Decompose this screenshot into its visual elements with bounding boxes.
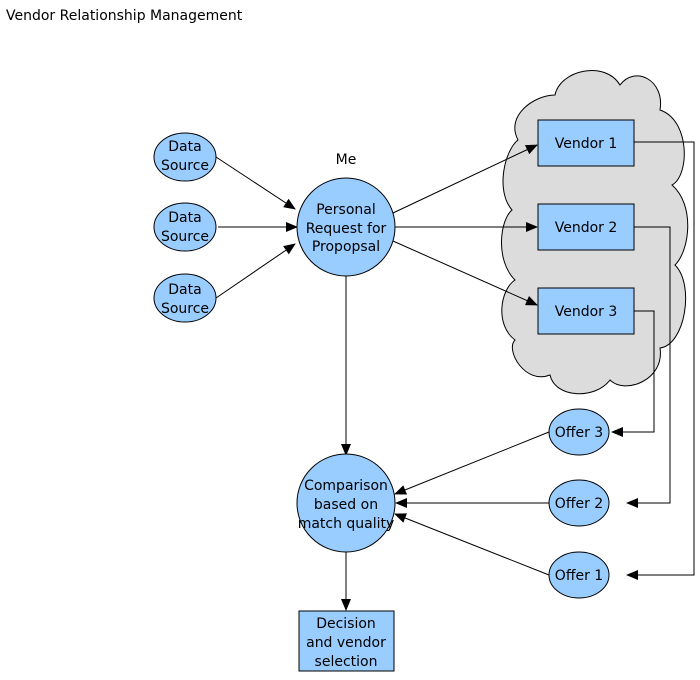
decision-node — [298, 610, 395, 672]
edge-offer1-comparison — [394, 513, 550, 576]
data-source-2-label-line2: Source — [161, 229, 209, 245]
offer-1-node — [548, 551, 610, 599]
me-label: Me — [336, 152, 357, 168]
vendor-3-node — [537, 287, 635, 335]
decision-label-line2: and vendor — [306, 635, 386, 651]
personal-request-label-line2: Request for — [306, 221, 387, 237]
comparison-label-line3: match quality — [298, 516, 395, 532]
data-source-1-node — [153, 132, 217, 182]
offer-1-label: Offer 1 — [555, 568, 603, 584]
edge-request-vendor1 — [392, 144, 538, 214]
personal-request-node — [296, 177, 396, 277]
diagram-title: Vendor Relationship Management — [6, 8, 243, 24]
edge-vendor1-offer1 — [626, 141, 695, 580]
decision-label-line1: Decision — [316, 616, 376, 632]
edge-offer3-comparison — [394, 431, 550, 495]
vendor-2-node — [537, 203, 635, 251]
vendor-1-node — [537, 119, 635, 167]
data-source-3-node — [153, 273, 217, 323]
data-source-1-label-line1: Data — [168, 139, 201, 155]
offer-3-label: Offer 3 — [555, 425, 603, 441]
decision-label-line3: selection — [315, 654, 378, 670]
personal-request-label-line3: Propopsal — [312, 239, 380, 255]
personal-request-label-line1: Personal — [316, 202, 376, 218]
data-source-3-label-line2: Source — [161, 301, 209, 317]
vendor-3-label: Vendor 3 — [555, 304, 618, 320]
data-source-3-label-line1: Data — [168, 282, 201, 298]
offer-2-node — [548, 479, 610, 527]
edge-source3-request — [215, 243, 296, 299]
edge-source1-request — [215, 156, 296, 210]
edge-vendor3-offer3 — [611, 310, 655, 437]
data-source-2-label-line1: Data — [168, 210, 201, 226]
data-source-1-label-line2: Source — [161, 158, 209, 174]
edge-request-vendor3 — [392, 240, 538, 306]
offer-3-node — [548, 408, 610, 456]
comparison-label-line1: Comparison — [304, 478, 388, 494]
comparison-label-line2: based on — [314, 497, 378, 513]
comparison-node — [296, 453, 396, 553]
edge-vendor2-offer2 — [626, 226, 671, 508]
data-source-2-node — [153, 202, 217, 252]
vendor-1-label: Vendor 1 — [555, 136, 618, 152]
offer-2-label: Offer 2 — [555, 496, 603, 512]
vendor-2-label: Vendor 2 — [555, 220, 618, 236]
